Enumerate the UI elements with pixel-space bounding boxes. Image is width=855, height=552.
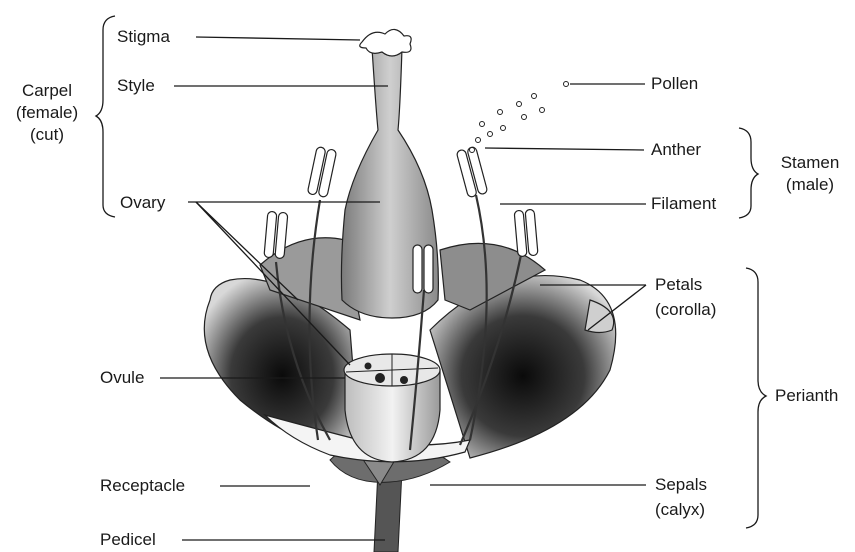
carpel-brace <box>96 16 115 217</box>
stamen-brace <box>739 128 758 218</box>
perianth-brace <box>746 268 766 528</box>
label-sepals: Sepals <box>655 475 707 495</box>
label-receptacle: Receptacle <box>100 476 185 496</box>
carpel-line-3: (cut) <box>0 124 94 146</box>
pollen-grains <box>470 82 569 153</box>
label-sepals-sub: (calyx) <box>655 500 705 520</box>
label-ovule: Ovule <box>100 368 144 388</box>
ovule-cup <box>344 354 440 462</box>
carpel-line-2: (female) <box>0 102 94 124</box>
label-ovary: Ovary <box>120 193 165 213</box>
label-pollen: Pollen <box>651 74 698 94</box>
carpel-line-1: Carpel <box>0 80 94 102</box>
group-carpel: Carpel (female) (cut) <box>0 80 94 146</box>
label-style: Style <box>117 76 155 96</box>
group-stamen: Stamen (male) <box>768 152 852 196</box>
stigma-shape <box>360 29 411 56</box>
group-perianth: Perianth <box>775 386 838 406</box>
stamen-line-1: Stamen <box>768 152 852 174</box>
label-petals: Petals <box>655 275 702 295</box>
label-filament: Filament <box>651 194 716 214</box>
label-petals-sub: (corolla) <box>655 300 716 320</box>
label-anther: Anther <box>651 140 701 160</box>
label-pedicel: Pedicel <box>100 530 156 550</box>
stamen-line-2: (male) <box>768 174 852 196</box>
label-stigma: Stigma <box>117 27 170 47</box>
